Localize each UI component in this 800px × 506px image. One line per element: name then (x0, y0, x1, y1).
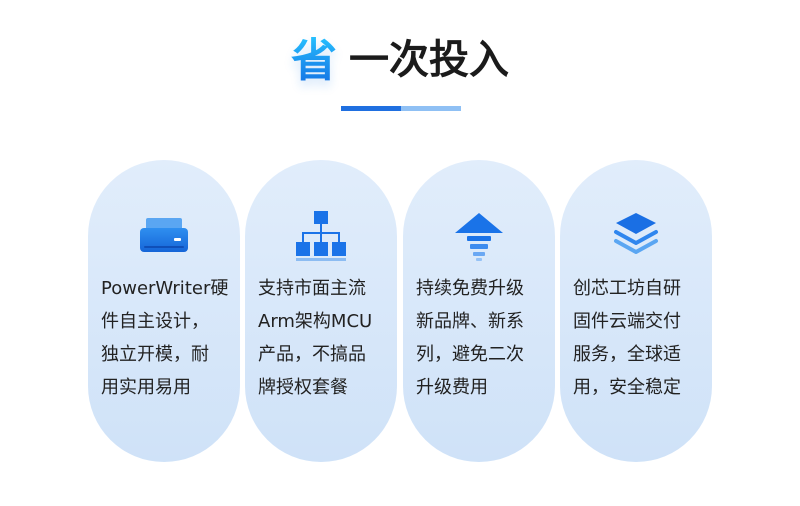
feature-card-cloud: 创芯工坊自研 固件云端交付 服务，全球适 用，安全稳定 (560, 160, 712, 462)
card-line: 固件云端交付 (573, 311, 681, 332)
feature-card-text: 支持市面主流 Arm架构MCU 产品，不搞品 牌授权套餐 (258, 272, 386, 404)
card-line: Arm架构MCU (258, 311, 373, 332)
card-line: 持续免费升级 (416, 278, 524, 299)
card-line: 列，避免二次 (416, 344, 524, 365)
underline-light-segment (401, 106, 461, 111)
feature-card-text: 创芯工坊自研 固件云端交付 服务，全球适 用，安全稳定 (573, 272, 701, 404)
card-line: 升级费用 (416, 377, 488, 398)
layers-stack-icon (606, 208, 666, 264)
card-line: 用实用易用 (101, 377, 191, 398)
title-main-text: 一次投入 (349, 37, 509, 83)
underline-dark-segment (341, 106, 401, 111)
card-line: 新品牌、新系 (416, 311, 524, 332)
hierarchy-network-icon (291, 208, 351, 264)
feature-cards: PowerWriter硬 件自主设计， 独立开模，耐 用实用易用 支持市面主流 (88, 160, 712, 462)
card-line: 用，安全稳定 (573, 377, 681, 398)
feature-card-text: 持续免费升级 新品牌、新系 列，避免二次 升级费用 (416, 272, 544, 404)
feature-card-compatibility: 支持市面主流 Arm架构MCU 产品，不搞品 牌授权套餐 (245, 160, 397, 462)
card-line: 支持市面主流 (258, 278, 366, 299)
card-line: 创芯工坊自研 (573, 278, 681, 299)
card-line: 独立开模，耐 (101, 344, 209, 365)
hard-drive-icon (134, 208, 194, 264)
title-accent-char: 省 (291, 33, 337, 87)
feature-card-text: PowerWriter硬 件自主设计， 独立开模，耐 用实用易用 (101, 272, 229, 404)
card-line: 产品，不搞品 (258, 344, 366, 365)
feature-card-hardware: PowerWriter硬 件自主设计， 独立开模，耐 用实用易用 (88, 160, 240, 462)
section-title: 省 一次投入 (0, 30, 800, 90)
upgrade-arrow-icon (449, 208, 509, 264)
card-line: 服务，全球适 (573, 344, 681, 365)
feature-card-upgrade: 持续免费升级 新品牌、新系 列，避免二次 升级费用 (403, 160, 555, 462)
card-line: 牌授权套餐 (258, 377, 348, 398)
card-line: PowerWriter硬 (101, 278, 229, 299)
card-line: 件自主设计， (101, 311, 209, 332)
title-underline (341, 106, 461, 111)
